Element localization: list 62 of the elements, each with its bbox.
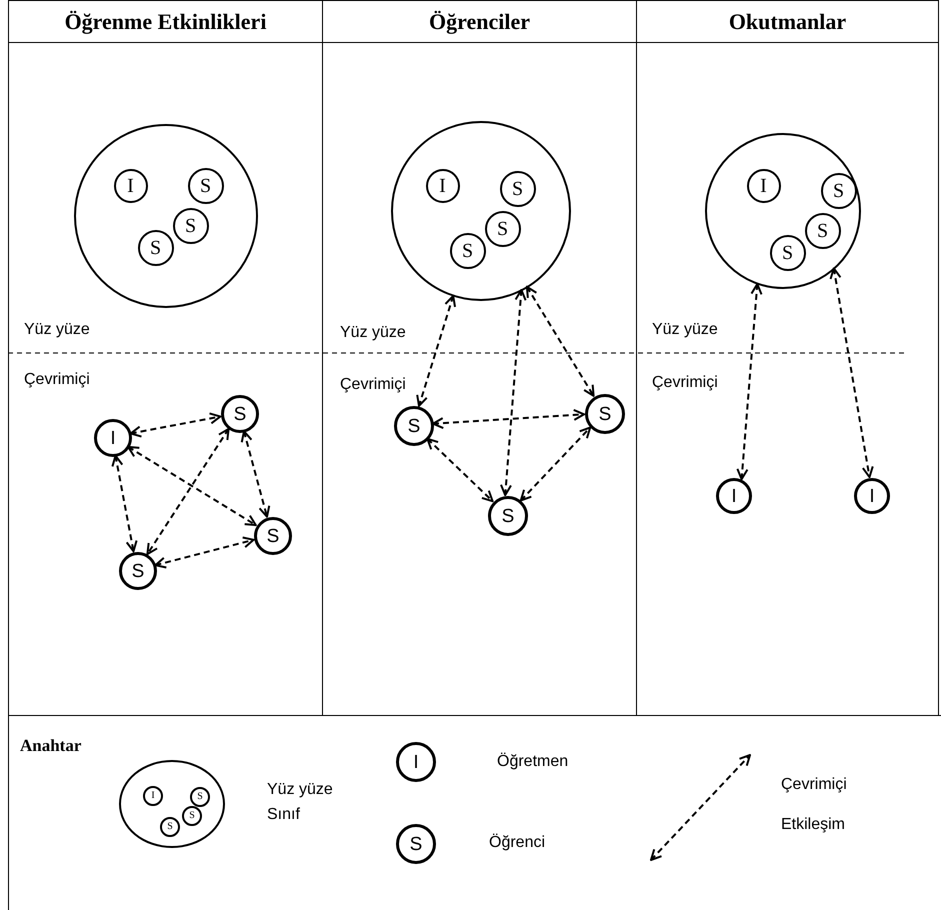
student-circle: S (396, 824, 436, 864)
dashed-arrow (432, 408, 585, 430)
key-heading: Anahtar (20, 736, 82, 756)
region-label: Çevrimiçi (340, 376, 406, 394)
teacher-circle: I (426, 168, 460, 202)
key-text: Öğrenci (489, 833, 546, 853)
dashed-arrow (500, 288, 527, 496)
table-column (8, 0, 323, 716)
region-label: Çevrimiçi (24, 371, 90, 389)
header-cell: Okutmanlar (637, 1, 938, 43)
teacher-circle: I (143, 786, 163, 806)
table-column (636, 0, 939, 716)
region-label: Yüz yüze (340, 324, 406, 342)
teacher-circle: I (746, 168, 780, 202)
student-circle: S (820, 172, 856, 208)
dashed-arrow (416, 294, 456, 407)
student-circle: S (190, 787, 210, 807)
dashed-arrow (526, 286, 595, 397)
student-circle: S (188, 168, 224, 204)
dashed-arrow (154, 536, 255, 569)
dashed-arrow (240, 430, 270, 518)
dashed-arrow (426, 438, 494, 502)
key-text: Yüz yüze Sınıf (267, 780, 334, 825)
student-circle: S (770, 234, 806, 270)
dashed-arrow (736, 283, 762, 480)
student-circle: S (119, 552, 157, 590)
student-circle: S (182, 806, 202, 826)
student-circle: S (394, 406, 434, 446)
teacher-circle: I (94, 419, 132, 457)
classroom-ellipse (119, 760, 225, 848)
region-label: Yüz yüze (652, 321, 718, 339)
dashed-arrow (130, 412, 222, 438)
dashed-arrow (111, 454, 138, 552)
dashed-arrow (146, 428, 230, 556)
dashed-arrow (520, 426, 592, 502)
legend-text: Çevrimiçi Etkileşim (781, 775, 848, 835)
student-circle: S (488, 496, 528, 536)
region-label: Yüz yüze (24, 321, 90, 339)
teacher-circle: I (854, 478, 890, 514)
student-circle: S (160, 817, 180, 837)
teacher-circle: I (716, 478, 752, 514)
student-circle: S (172, 208, 208, 244)
classroom-circle (391, 121, 571, 301)
header-cell: Öğrenme Etkinlikleri (9, 1, 322, 43)
header-cell: Öğrenciler (323, 1, 636, 43)
student-circle: S (804, 212, 840, 248)
student-circle: S (484, 210, 520, 246)
student-circle: S (254, 517, 292, 555)
classroom-circle (705, 133, 861, 289)
dashed-arrow (830, 267, 874, 478)
dashed-arrow (127, 446, 257, 526)
teacher-circle: I (396, 742, 436, 782)
student-circle: S (221, 395, 259, 433)
student-circle: S (585, 394, 625, 434)
key-panel (8, 715, 941, 910)
student-circle: S (138, 230, 174, 266)
student-circle: S (450, 232, 486, 268)
teacher-circle: I (114, 168, 148, 202)
student-circle: S (500, 170, 536, 206)
key-text: Öğretmen (497, 752, 570, 772)
region-label: Çevrimiçi (652, 374, 718, 392)
classroom-circle (74, 124, 258, 308)
